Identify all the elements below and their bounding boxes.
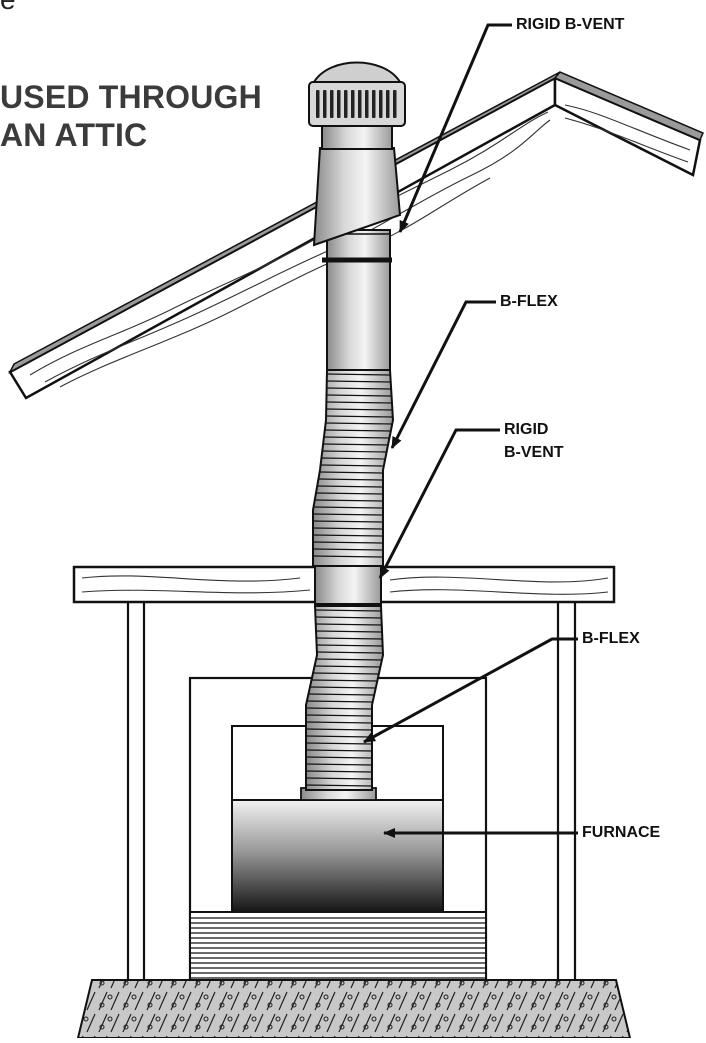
flex-corrugation — [305, 749, 373, 752]
concrete-floor — [76, 979, 632, 1039]
flex-corrugation — [316, 651, 383, 654]
cap-vent-slot — [337, 90, 341, 118]
leader-lines — [363, 23, 578, 838]
cap-vent-slot — [344, 90, 348, 118]
flex-corrugation — [326, 387, 392, 390]
flex-corrugation — [312, 527, 384, 530]
flex-corrugation — [312, 548, 384, 551]
vent-pipe-assembly — [305, 61, 406, 791]
flex-corrugation — [318, 478, 384, 481]
flex-corrugation — [305, 770, 373, 773]
flex-corrugation — [309, 686, 376, 689]
flex-corrugation — [323, 443, 389, 446]
flex-corrugation — [305, 756, 373, 759]
flex-corrugation — [314, 499, 384, 502]
flex-corrugation — [305, 728, 373, 731]
flex-corrugation — [314, 665, 381, 668]
flex-corrugation — [312, 541, 384, 544]
flex-corrugation — [325, 422, 393, 425]
flex-corrugation — [313, 506, 384, 509]
cap-vent-slot — [330, 90, 334, 118]
cap-vent-slot — [358, 90, 362, 118]
flex-corrugation — [326, 394, 392, 397]
diagram-title-line-2: AN ATTIC — [0, 117, 148, 153]
flex-corrugation — [312, 520, 384, 523]
flex-corrugation — [326, 380, 391, 383]
flex-corrugation — [320, 464, 385, 467]
cropped-text-fragment: e — [0, 0, 16, 14]
wall-studs — [126, 602, 577, 980]
cap-vent-slot — [365, 90, 369, 118]
label-furnace: FURNACE — [582, 824, 661, 841]
flex-corrugation — [324, 429, 392, 432]
flex-corrugation — [316, 658, 383, 661]
flex-corrugation — [316, 644, 383, 647]
flex-corrugation — [305, 784, 373, 787]
bflex-upper-section — [312, 369, 395, 567]
diagram-title-line-1: USED THROUGH — [0, 79, 262, 115]
flex-corrugation — [322, 450, 387, 453]
flex-corrugation — [317, 485, 384, 488]
rigid-bvent-ceiling-section — [314, 565, 382, 607]
cap-vent-slot — [386, 90, 390, 118]
cap-vent-slot — [351, 90, 355, 118]
flex-corrugation — [319, 471, 384, 474]
leader-rigid-bvent-mid — [378, 428, 500, 579]
flex-corrugation — [305, 777, 373, 780]
label-bflex-upper: B-FLEX — [500, 293, 558, 310]
flex-corrugation — [305, 707, 373, 710]
flex-corrugation — [315, 492, 384, 495]
flex-corrugation — [315, 616, 382, 619]
return-plenum — [189, 911, 487, 981]
rigid-bvent-roof-section — [326, 229, 391, 371]
flex-corrugation — [312, 534, 384, 537]
roof — [8, 71, 704, 400]
cap-vent-slot — [323, 90, 327, 118]
flex-corrugation — [313, 672, 380, 675]
flex-corrugation — [315, 609, 382, 612]
flex-corrugation — [326, 401, 392, 404]
flex-corrugation — [326, 415, 393, 418]
cap-vent-slot — [379, 90, 383, 118]
flex-corrugation — [312, 513, 384, 516]
flex-corrugation — [306, 700, 373, 703]
flex-corrugation — [305, 763, 373, 766]
leader-bflex-lower — [363, 637, 578, 744]
flex-corrugation — [326, 408, 393, 411]
flex-corrugation — [311, 679, 378, 682]
flex-corrugation — [312, 555, 384, 558]
flex-corrugation — [308, 693, 375, 696]
flex-corrugation — [305, 742, 373, 745]
flex-corrugation — [323, 436, 390, 439]
rain-cap — [308, 61, 406, 127]
flex-corrugation — [316, 637, 383, 640]
furnace — [231, 799, 444, 913]
cap-vent-slot — [316, 90, 320, 118]
wood-grain-left — [29, 111, 551, 388]
flex-corrugation — [315, 623, 382, 626]
label-rigid-bvent-mid-line-1: RIGID — [504, 421, 549, 438]
leader-bflex-upper — [390, 300, 496, 449]
flex-corrugation — [305, 714, 373, 717]
flex-corrugation — [305, 735, 373, 738]
cap-vent-slot — [393, 90, 397, 118]
cap-neck — [321, 124, 393, 150]
flex-corrugation — [326, 373, 391, 376]
leader-rigid-bvent-top — [398, 23, 512, 233]
label-rigid-bvent-top: RIGID B-VENT — [516, 16, 625, 33]
label-bflex-lower: B-FLEX — [582, 630, 640, 647]
cap-vent-slot — [372, 90, 376, 118]
flex-corrugation — [316, 630, 383, 633]
flex-corrugation — [305, 721, 373, 724]
wood-grain-right — [564, 104, 691, 163]
label-rigid-bvent-mid-line-2: B-VENT — [504, 444, 564, 461]
bflex-lower-section — [305, 605, 385, 791]
flex-corrugation — [321, 457, 386, 460]
